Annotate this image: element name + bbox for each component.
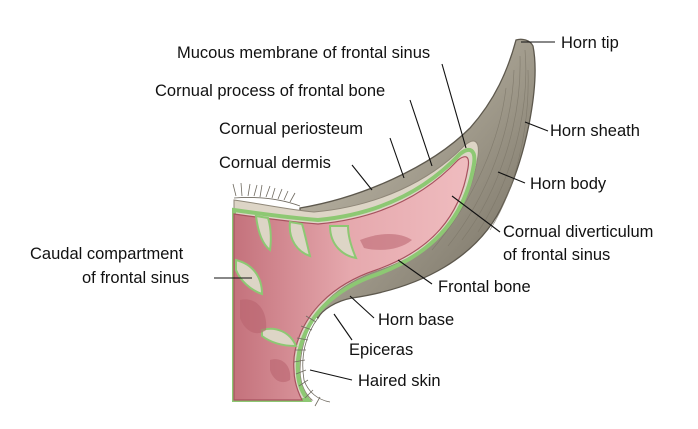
leader-cornual-diverticulum: [451, 195, 501, 233]
leader-frontal-bone: [397, 259, 433, 285]
label-epiceras: Epiceras: [349, 341, 413, 359]
leader-mucous-membrane: [441, 63, 467, 149]
label-horn-sheath: Horn sheath: [550, 122, 640, 140]
label-cornual-diverticulum-line1: Cornual diverticulum: [503, 223, 653, 241]
label-cornual-diverticulum-line2: of frontal sinus: [503, 246, 610, 264]
frontal-sinus-cavity: [233, 156, 470, 401]
leader-horn-body: [497, 171, 526, 184]
leader-cornual-dermis: [351, 164, 373, 191]
label-haired-skin: Haired skin: [358, 372, 441, 390]
leader-haired-skin: [309, 369, 353, 381]
sinus-shading: [240, 234, 412, 383]
sinus-septa: [235, 214, 358, 348]
label-caudal-compartment-line1: Caudal compartment: [30, 245, 184, 263]
horn-texture: [431, 49, 529, 251]
haired-skin-lower: [293, 315, 331, 407]
haired-skin-upper: [232, 182, 301, 207]
label-cornual-periosteum: Cornual periosteum: [219, 120, 363, 138]
leader-horn-sheath: [524, 121, 549, 132]
label-horn-tip: Horn tip: [561, 34, 619, 52]
leader-cornual-periosteum: [389, 137, 405, 179]
label-mucous-membrane: Mucous membrane of frontal sinus: [177, 44, 430, 62]
label-caudal-compartment-line2: of frontal sinus: [82, 269, 189, 287]
label-horn-body: Horn body: [530, 175, 607, 193]
leader-cornual-process: [409, 99, 433, 167]
label-cornual-dermis: Cornual dermis: [219, 154, 331, 172]
leader-lines: [214, 41, 555, 381]
label-frontal-bone: Frontal bone: [438, 278, 531, 296]
mucous-membrane-outline: [232, 147, 477, 402]
leader-epiceras: [333, 313, 353, 341]
label-horn-base: Horn base: [378, 311, 454, 329]
label-cornual-process: Cornual process of frontal bone: [155, 82, 385, 100]
leader-horn-base: [349, 295, 375, 319]
